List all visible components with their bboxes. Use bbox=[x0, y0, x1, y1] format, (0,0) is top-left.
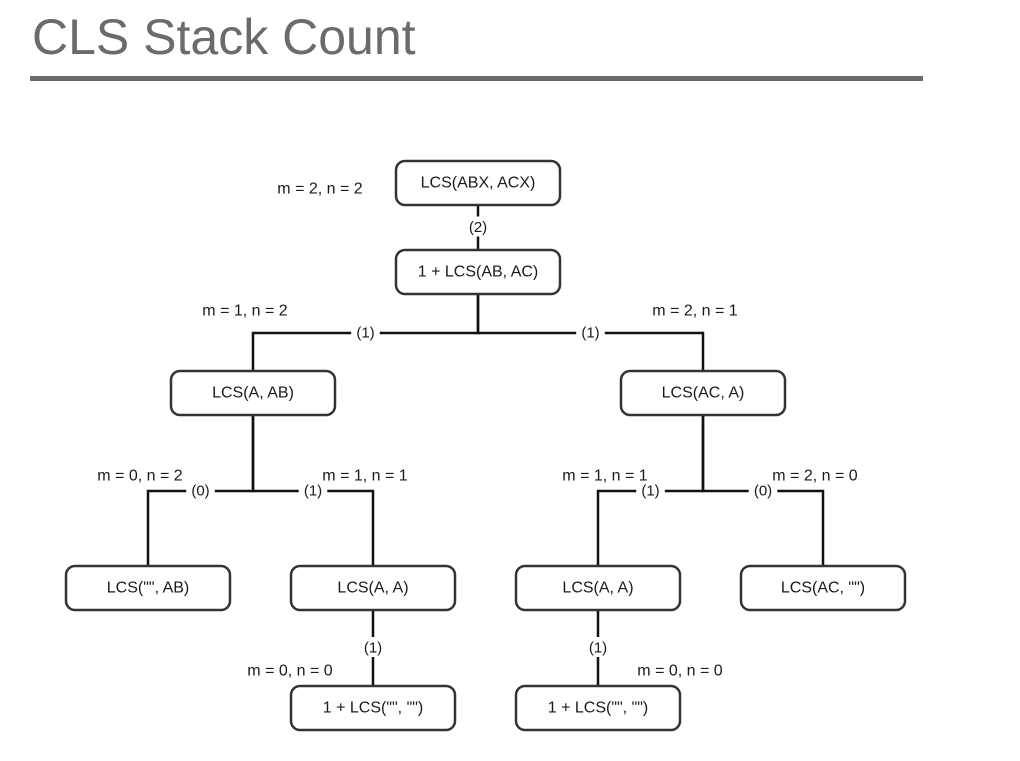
edge-label-n6-n9: (1) bbox=[589, 640, 607, 657]
node-label-n5: LCS(A, A) bbox=[337, 580, 408, 597]
node-box-n7 bbox=[739, 564, 907, 612]
edge-label-root-n1: (2) bbox=[469, 219, 487, 236]
title-underline bbox=[30, 76, 923, 81]
node-annotation-n9: m = 0, n = 0 bbox=[637, 663, 722, 680]
node-label-n8: 1 + LCS("", "") bbox=[323, 700, 424, 717]
edge-label-n2-n4: (0) bbox=[191, 483, 209, 500]
node-box-n8 bbox=[289, 684, 457, 732]
edge-label-n2-n5-bg bbox=[298, 480, 328, 500]
edge-label-root-n1-bg bbox=[463, 216, 493, 237]
node-box-n3 bbox=[619, 369, 787, 417]
edge-label-n3-n7: (0) bbox=[754, 483, 772, 500]
node-box-n4 bbox=[64, 564, 232, 612]
node-box-root bbox=[394, 159, 562, 207]
node-label-n7: LCS(AC, "") bbox=[781, 580, 865, 597]
node-label-n3: LCS(AC, A) bbox=[662, 385, 745, 402]
edge-label-n2-n5: (1) bbox=[304, 483, 322, 500]
node-annotation-n5: m = 1, n = 1 bbox=[322, 468, 407, 485]
node-annotation-root: m = 2, n = 2 bbox=[277, 181, 362, 198]
node-box-n2 bbox=[169, 369, 337, 417]
edge-label-n1-n3-bg bbox=[576, 322, 605, 342]
edge-label-n1-n2-bg bbox=[351, 322, 380, 342]
node-box-n9 bbox=[514, 684, 682, 732]
node-annotation-n8: m = 0, n = 0 bbox=[247, 663, 332, 680]
edge-label-n3-n6: (1) bbox=[641, 483, 659, 500]
edge-label-n3-n7-bg bbox=[748, 480, 778, 500]
node-label-root: LCS(ABX, ACX) bbox=[421, 175, 536, 192]
edge-label-n6-n9-bg bbox=[583, 637, 613, 657]
node-box-n1 bbox=[394, 248, 562, 296]
node-label-n1: 1 + LCS(AB, AC) bbox=[418, 264, 539, 281]
node-annotation-n2: m = 1, n = 2 bbox=[202, 303, 287, 320]
node-label-n9: 1 + LCS("", "") bbox=[548, 700, 649, 717]
page-title: CLS Stack Count bbox=[32, 9, 416, 65]
edge-label-n5-n8-bg bbox=[358, 637, 388, 657]
node-label-n4: LCS("", AB) bbox=[107, 580, 190, 597]
node-box-n6 bbox=[514, 564, 682, 612]
node-annotation-n3: m = 2, n = 1 bbox=[652, 303, 737, 320]
node-annotation-n6: m = 1, n = 1 bbox=[562, 468, 647, 485]
node-label-n2: LCS(A, AB) bbox=[212, 385, 294, 402]
edge-label-n2-n4-bg bbox=[186, 480, 215, 500]
node-annotation-n7: m = 2, n = 0 bbox=[772, 468, 857, 485]
edge-label-n5-n8: (1) bbox=[364, 640, 382, 657]
edge-label-n3-n6-bg bbox=[636, 480, 665, 500]
edge-label-n1-n3: (1) bbox=[581, 325, 599, 342]
edge-label-n1-n2: (1) bbox=[356, 325, 374, 342]
node-box-n5 bbox=[289, 564, 457, 612]
node-annotation-n4: m = 0, n = 2 bbox=[97, 468, 182, 485]
node-label-n6: LCS(A, A) bbox=[562, 580, 633, 597]
